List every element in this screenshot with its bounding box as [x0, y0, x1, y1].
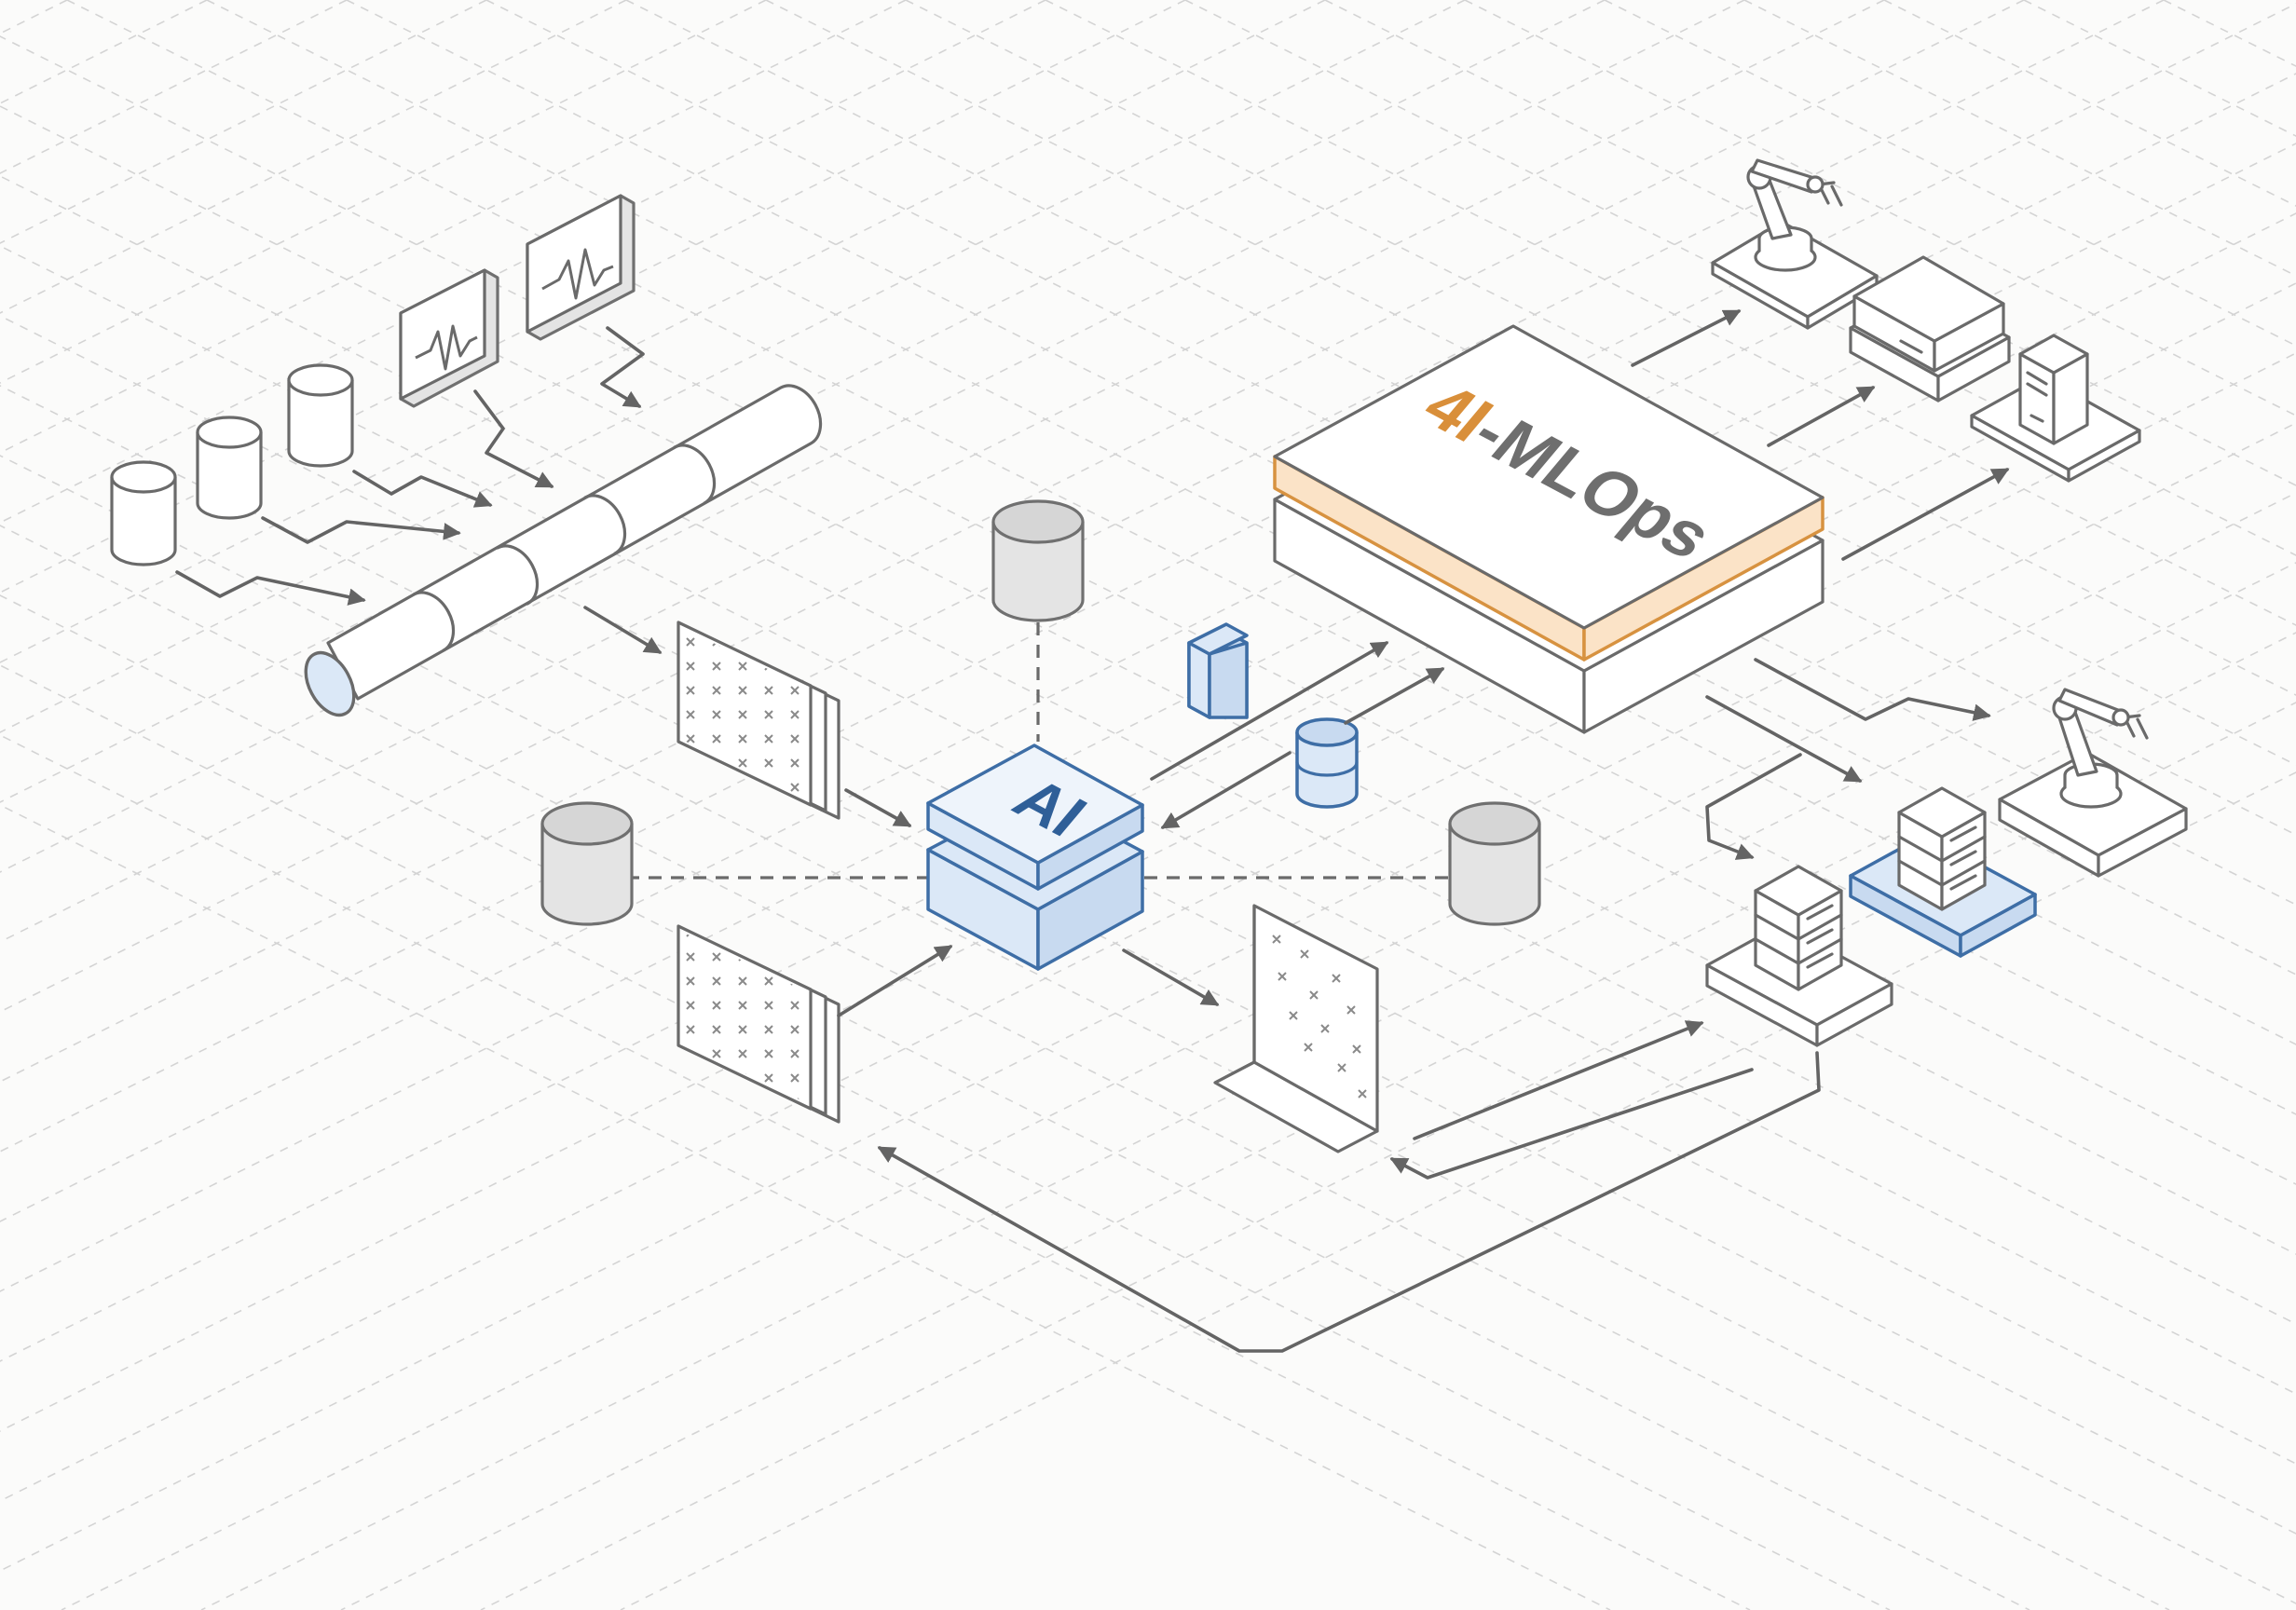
- database-icon: [991, 499, 1085, 622]
- database-icon: [1295, 717, 1359, 809]
- grid-line: [206, 0, 2296, 1045]
- grid-line: [0, 0, 907, 454]
- grid-line: [2163, 0, 2296, 67]
- grid-line: [61, 492, 2296, 1610]
- grid-line: [200, 562, 2296, 1610]
- waveform-monitor-icon: [399, 268, 499, 408]
- server-rack-icon: [1705, 865, 1893, 1047]
- scatter-points: [1272, 935, 1367, 1098]
- database-icon: [110, 460, 177, 566]
- database-icon: [1448, 801, 1541, 926]
- dataset-layers-icon: [676, 621, 840, 820]
- grid-line: [0, 734, 1751, 1610]
- mlops-platform-icon: 4I-MLOps: [1273, 324, 1824, 734]
- server-rack-icon: [1849, 786, 2037, 958]
- grid-line: [0, 0, 767, 384]
- grid-line: [0, 664, 1891, 1610]
- database-icon: [540, 801, 634, 926]
- desktop-tower-icon: [1970, 334, 2141, 483]
- grid-line: [0, 0, 487, 244]
- grid-line: [0, 0, 348, 174]
- robot-arm-icon: [1998, 688, 2188, 878]
- network-box-icon: [1849, 255, 2011, 402]
- dataset-layers-icon: [676, 924, 840, 1124]
- grid-line: [340, 632, 2296, 1610]
- database-icon: [287, 363, 354, 468]
- ai-chip-icon: AI: [926, 744, 1144, 971]
- data-pipeline-icon: [304, 384, 823, 717]
- grid-line: [0, 594, 2030, 1610]
- grid-line: [0, 0, 1606, 803]
- grid-line: [0, 525, 2170, 1610]
- grid-line: [0, 0, 68, 34]
- server-tower-icon: [1187, 622, 1249, 719]
- robot-arm-icon: [1711, 158, 1879, 330]
- scatter-panel-icon: [1213, 904, 1379, 1153]
- grid-line: [0, 804, 1611, 1610]
- grid-line: [480, 702, 2296, 1610]
- database-icon: [196, 416, 263, 520]
- grid-line: [0, 0, 1046, 524]
- grid-line: [620, 771, 2296, 1610]
- grid-line: [0, 0, 1466, 733]
- grid-line: [0, 0, 208, 104]
- waveform-monitor-icon: [526, 194, 636, 341]
